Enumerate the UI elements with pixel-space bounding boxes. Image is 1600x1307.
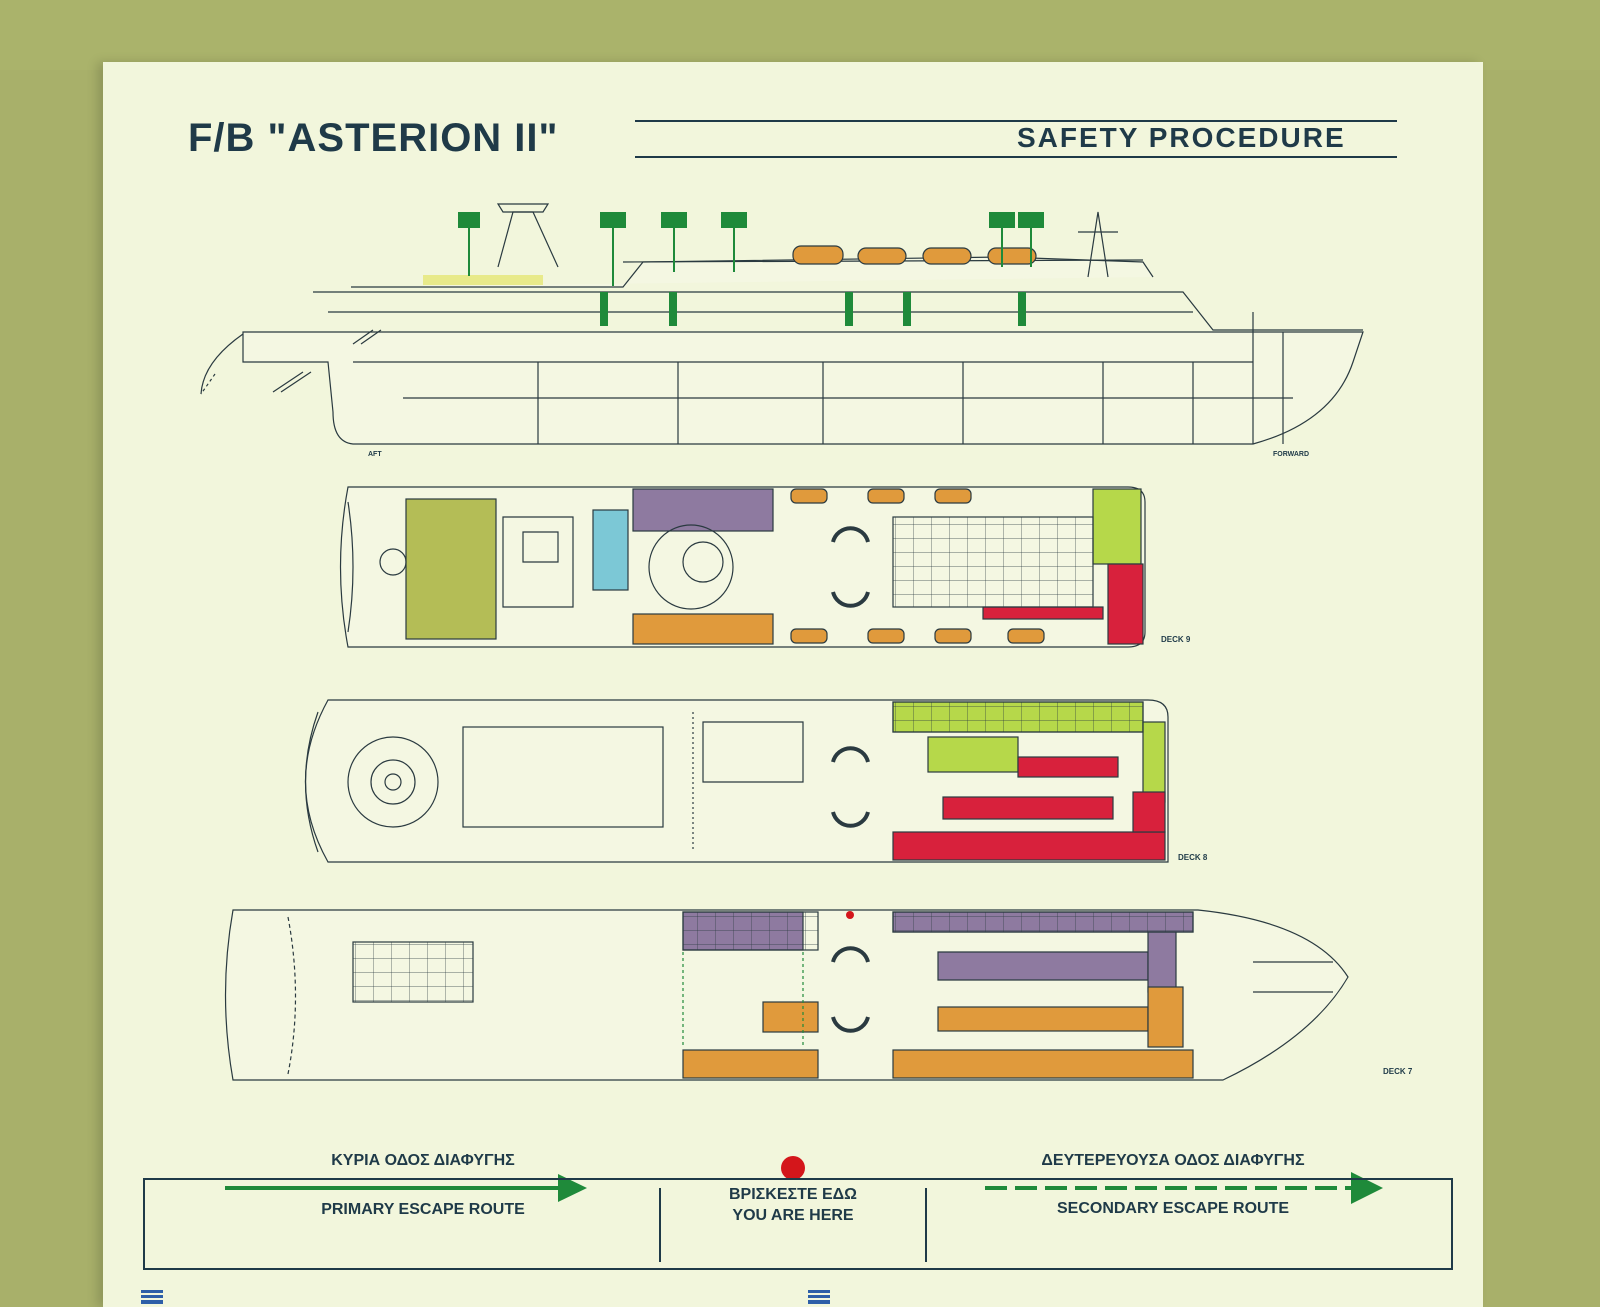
ship-title: F/B "ASTERION II" bbox=[188, 116, 559, 160]
greek-flag-icon bbox=[808, 1290, 830, 1304]
side-profile bbox=[200, 203, 1364, 445]
secondary-route-english: SECONDARY ESCAPE ROUTE bbox=[1056, 1200, 1290, 1217]
title-rule-bottom bbox=[635, 156, 1397, 158]
secondary-escape-arrow bbox=[985, 1172, 1383, 1204]
legend-divider bbox=[659, 1188, 661, 1262]
sign-subtitle: SAFETY PROCEDURE bbox=[1017, 122, 1346, 153]
exit-markers bbox=[458, 212, 1044, 326]
you-are-here-english: YOU ARE HERE bbox=[732, 1207, 854, 1224]
you-are-here-greek: ΒΡΙΣΚΕΣΤΕ ΕΔΩ bbox=[729, 1186, 857, 1203]
title-rule-top bbox=[635, 120, 1397, 122]
deck-8-label: DECK 8 bbox=[1178, 853, 1208, 862]
primary-route-greek: ΚΥΡΙΑ ΟΔΟΣ ΔΙΑΦΥΓΗΣ bbox=[331, 1152, 515, 1169]
forward-label: FORWARD bbox=[1273, 451, 1309, 458]
aft-label: AFT bbox=[368, 451, 382, 458]
primary-escape-arrow bbox=[225, 1174, 587, 1202]
safety-sign: F/B "ASTERION II" SAFETY PROCEDURE bbox=[103, 62, 1483, 1307]
wall-background bbox=[0, 0, 1600, 70]
deck-9-plan bbox=[339, 486, 1146, 648]
you-are-here-dot bbox=[781, 1156, 805, 1180]
legend-divider bbox=[925, 1188, 927, 1262]
deck-7-label: DECK 7 bbox=[1383, 1067, 1413, 1076]
greek-flag-icon bbox=[141, 1290, 163, 1304]
deck-9-label: DECK 9 bbox=[1161, 635, 1191, 644]
deck-7-plan bbox=[224, 909, 1349, 1081]
secondary-route-greek: ΔΕΥΤΕΡΕΥΟΥΣΑ ΟΔΟΣ ΔΙΑΦΥΓΗΣ bbox=[1041, 1152, 1305, 1169]
ship-diagram: AFT FORWARD bbox=[141, 203, 1413, 1304]
legend-box bbox=[143, 1178, 1453, 1270]
deck-8-plan bbox=[304, 699, 1169, 863]
you-are-here-marker bbox=[846, 911, 854, 919]
primary-route-english: PRIMARY ESCAPE ROUTE bbox=[321, 1201, 525, 1218]
